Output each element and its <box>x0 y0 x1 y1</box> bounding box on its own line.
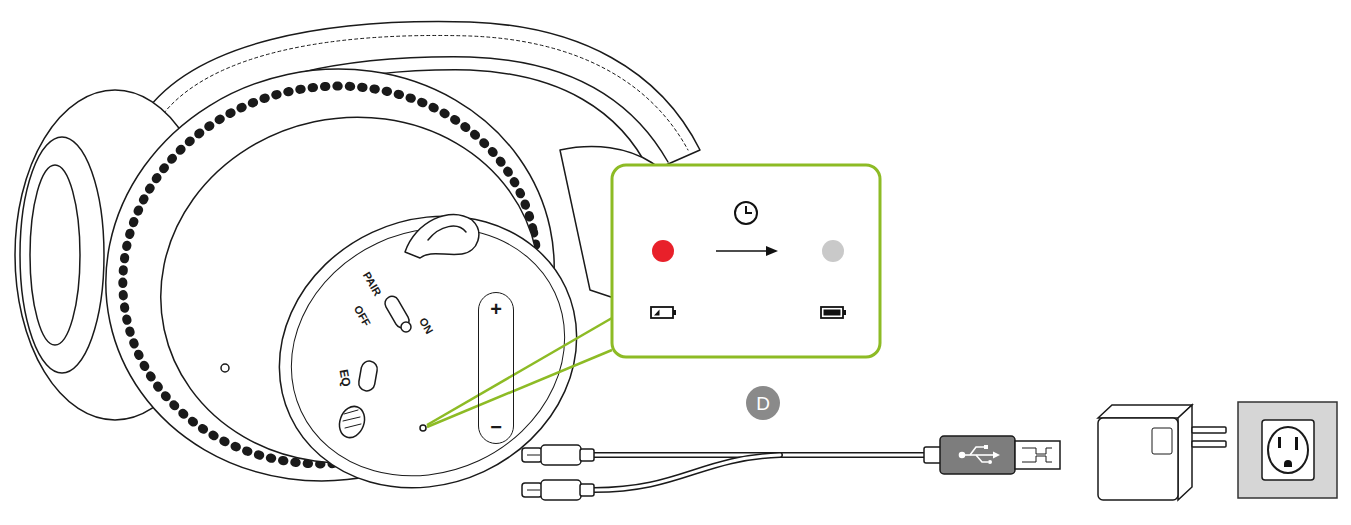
battery-low <box>651 307 676 318</box>
button-label: EQ <box>338 368 353 387</box>
battery-full <box>821 307 846 318</box>
dial-knob <box>335 403 368 441</box>
wall-outlet <box>1238 402 1337 498</box>
time-arrow <box>716 250 768 252</box>
led-red <box>652 240 674 262</box>
slider-bump <box>405 214 479 258</box>
side-hole <box>221 364 229 372</box>
status-led <box>420 425 426 431</box>
node-text: − <box>490 417 502 437</box>
switch-knob <box>401 322 411 332</box>
led-off <box>822 240 844 262</box>
far-cushion-inner <box>30 165 80 345</box>
dial-ridges <box>343 410 361 428</box>
cup-face <box>234 168 621 525</box>
slider-line <box>428 226 466 240</box>
wall-adapter <box>1098 405 1226 500</box>
usb-cable <box>594 455 926 490</box>
node-text: D <box>756 394 770 413</box>
usb-symbol <box>960 445 1001 464</box>
usb-c-plug <box>522 480 594 500</box>
usb-a-plug <box>924 436 1060 474</box>
volume-rocker: +− <box>478 292 514 444</box>
leader-line <box>427 350 612 427</box>
node-text: + <box>490 299 502 319</box>
time-arrow-head <box>766 246 778 256</box>
eq-button <box>358 360 379 392</box>
clock-icon <box>735 202 757 224</box>
led-callout-box <box>612 165 880 357</box>
far-cushion <box>20 137 104 373</box>
callout-letter: D <box>746 386 780 420</box>
leader-line <box>427 318 612 425</box>
usb-c-plug <box>522 445 594 465</box>
